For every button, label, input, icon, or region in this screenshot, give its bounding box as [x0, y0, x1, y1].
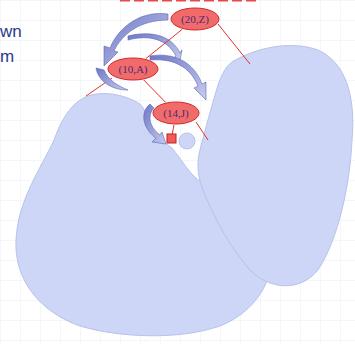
node-label: (14,J) — [152, 107, 200, 119]
tree-line — [218, 24, 250, 64]
traversal-arrows — [96, 13, 206, 144]
title-fragment — [120, 0, 260, 2]
tree-node: (14,J) — [152, 101, 200, 125]
tree-node: (20,Z) — [170, 7, 220, 31]
external-node — [167, 134, 176, 143]
fragment-text: m — [0, 47, 14, 67]
fragment-text: wn — [0, 22, 22, 42]
tree-edge — [146, 29, 182, 58]
right-subtree — [198, 46, 353, 286]
tree-node: (10,A) — [107, 57, 159, 81]
tree-edge — [144, 80, 166, 102]
node-label: (20,Z) — [170, 13, 220, 25]
tree-line — [196, 122, 208, 140]
node-label: (10,A) — [107, 63, 159, 75]
small-bump — [179, 133, 195, 149]
